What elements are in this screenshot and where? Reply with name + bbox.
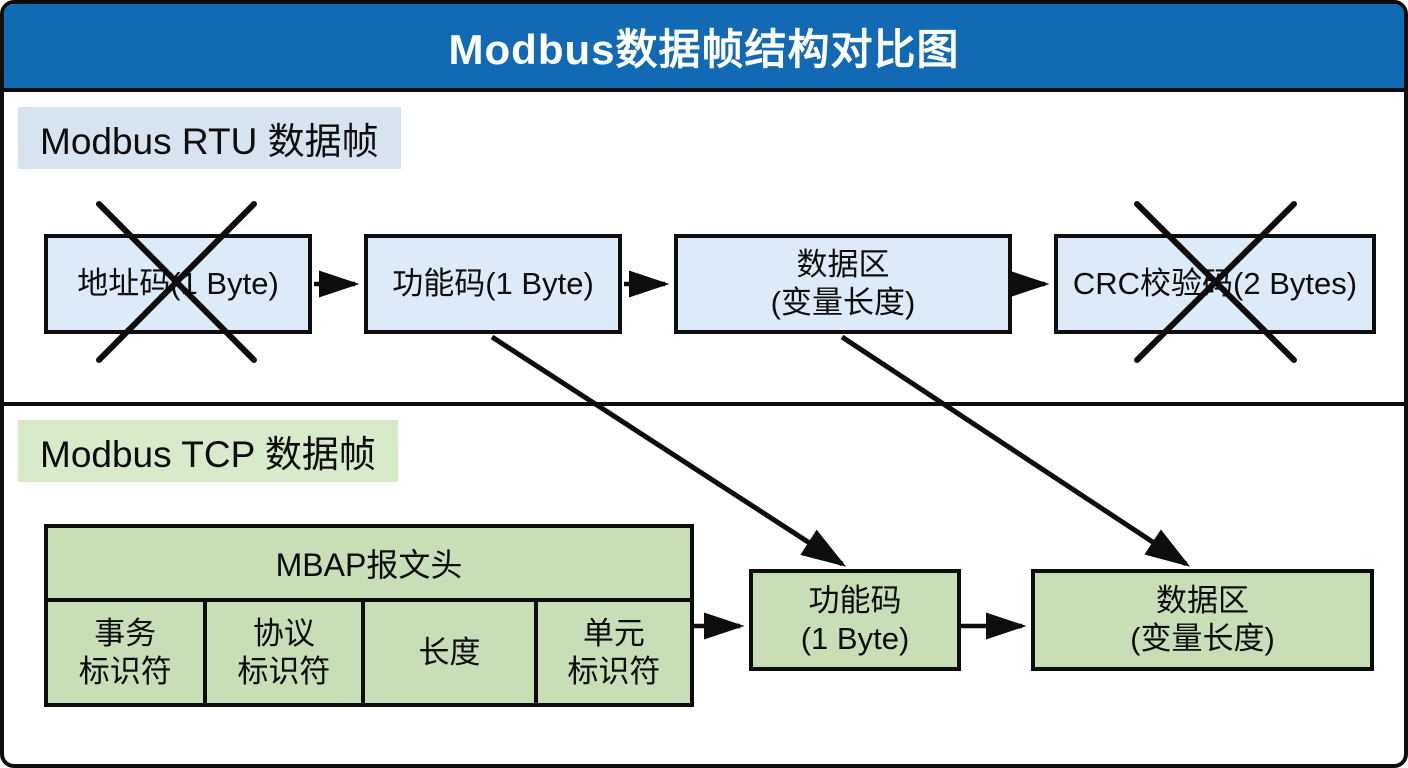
- tcp-box-data-area-line2: (变量长度): [1130, 621, 1275, 656]
- mbap-cell-transaction-id: 事务 标识符: [48, 602, 207, 703]
- mbap-cell-transaction-id-line1: 事务: [94, 615, 157, 651]
- rtu-box-data-area-line2: (变量长度): [770, 285, 916, 320]
- rtu-box-crc-check-label: CRC校验码(2 Bytes): [1072, 266, 1358, 302]
- rtu-box-crc-check: CRC校验码(2 Bytes): [1054, 234, 1376, 334]
- tcp-section-header: Modbus TCP 数据帧: [18, 420, 398, 482]
- mbap-cell-unit-id: 单元 标识符: [538, 602, 690, 703]
- mbap-cell-unit-id-line1: 单元: [582, 615, 645, 651]
- mbap-cell-unit-id-line2: 标识符: [567, 653, 661, 689]
- tcp-mbap-header-table: MBAP报文头 事务 标识符 协议 标识符 长度 单元 标识符: [44, 524, 694, 707]
- rtu-box-address-label: 地址码(1 Byte): [77, 266, 279, 302]
- tcp-box-data-area: 数据区 (变量长度): [1031, 569, 1374, 671]
- mbap-title: MBAP报文头: [48, 528, 690, 602]
- rtu-box-data-area-line1: 数据区: [796, 247, 890, 283]
- rtu-box-function-code: 功能码(1 Byte): [364, 234, 622, 334]
- diagram-title: Modbus数据帧结构对比图: [448, 25, 960, 73]
- mbap-cell-protocol-id-line2: 标识符: [237, 653, 331, 689]
- arrow-rtu-data-to-tcp-data: [840, 334, 1191, 567]
- mbap-cell-transaction-id-line2: 标识符: [78, 653, 172, 689]
- tcp-box-data-area-line1: 数据区: [1156, 583, 1249, 619]
- section-divider: [4, 402, 1404, 406]
- mbap-cell-protocol-id-line1: 协议: [252, 615, 315, 651]
- rtu-section-header: Modbus RTU 数据帧: [18, 107, 401, 169]
- mbap-cell-length: 长度: [365, 602, 538, 703]
- title-bar: Modbus数据帧结构对比图: [4, 4, 1404, 92]
- rtu-box-address: 地址码(1 Byte): [44, 234, 312, 334]
- rtu-box-data-area: 数据区 (变量长度): [674, 234, 1012, 334]
- mbap-cell-protocol-id: 协议 标识符: [207, 602, 366, 703]
- tcp-box-function-code-line1: 功能码: [808, 583, 902, 619]
- tcp-box-function-code: 功能码 (1 Byte): [749, 569, 961, 671]
- tcp-box-function-code-line2: (1 Byte): [800, 621, 910, 656]
- mbap-cell-length-line1: 长度: [418, 634, 481, 670]
- mbap-fields-row: 事务 标识符 协议 标识符 长度 单元 标识符: [48, 602, 690, 703]
- rtu-box-function-code-label: 功能码(1 Byte): [392, 266, 594, 302]
